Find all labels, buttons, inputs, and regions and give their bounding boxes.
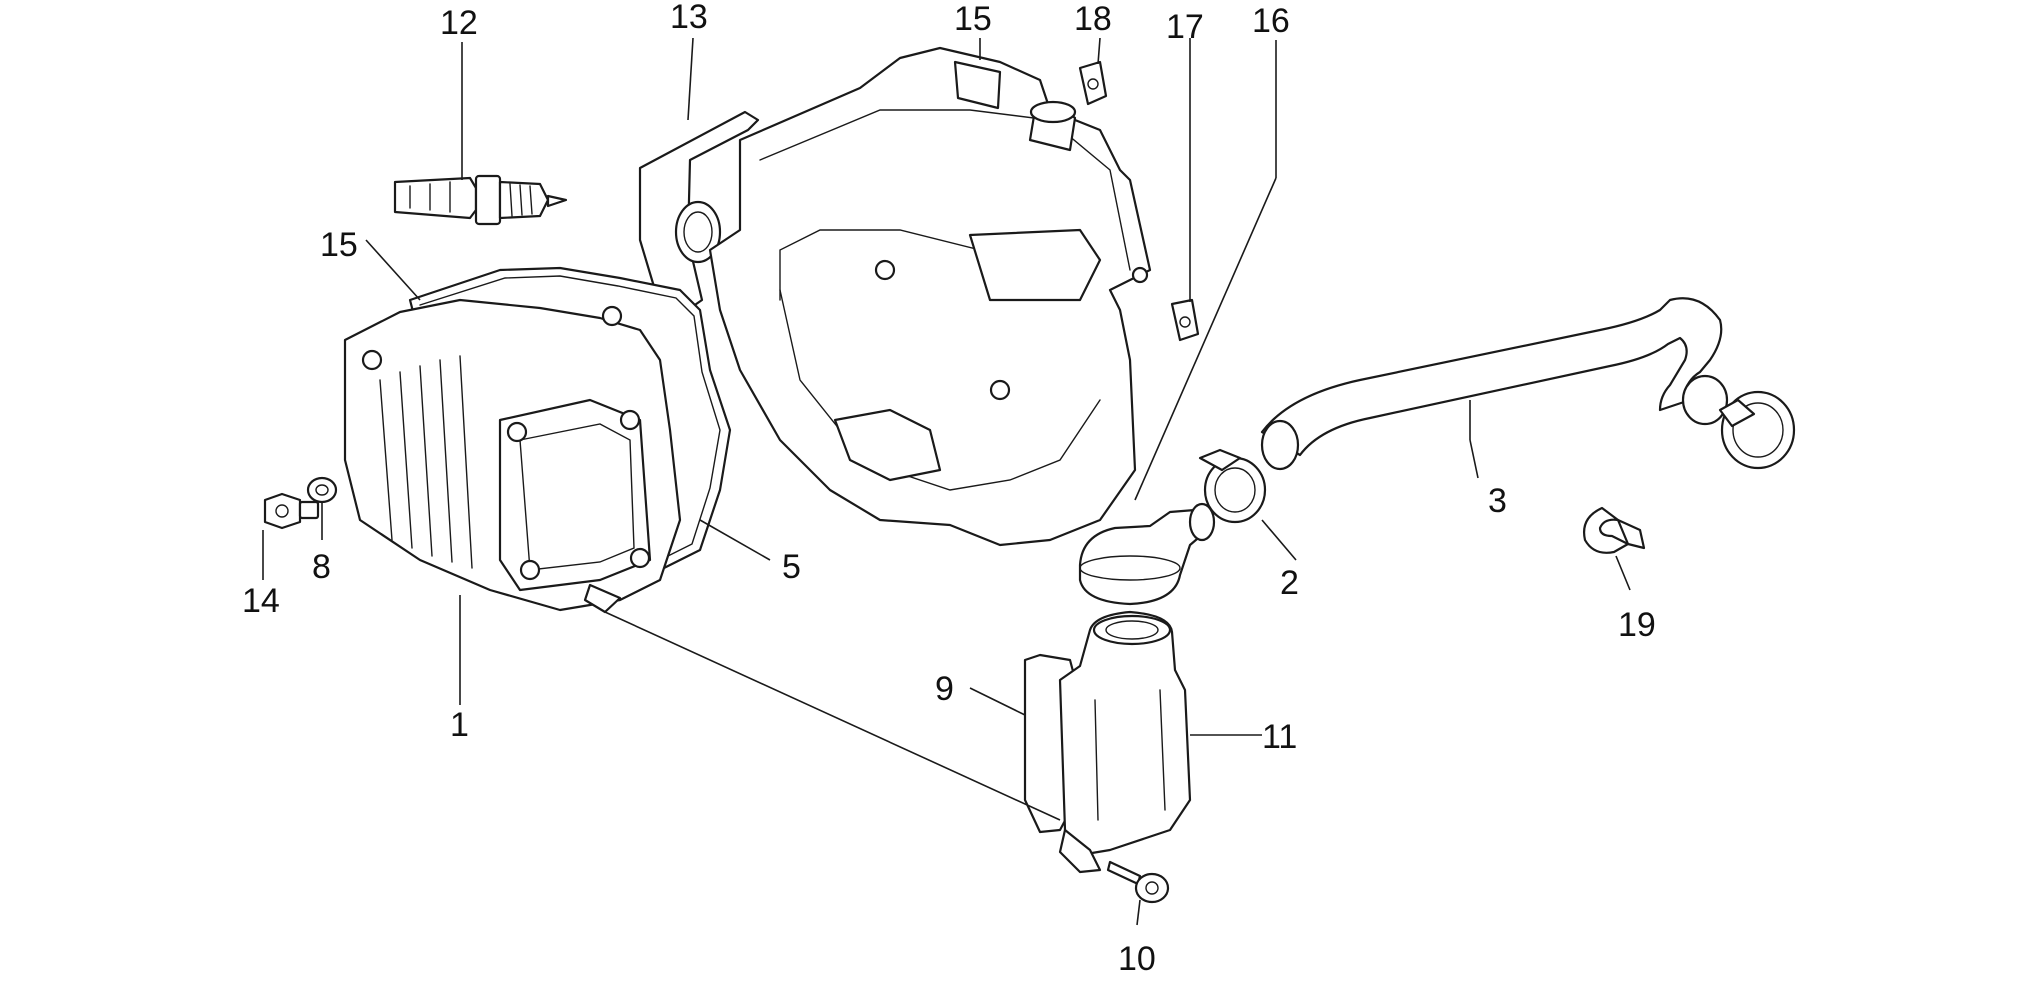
callout-12: 12 bbox=[440, 4, 478, 42]
callout-5: 5 bbox=[782, 548, 801, 586]
hose-clamp-2[interactable] bbox=[1198, 448, 1267, 524]
engine-shroud[interactable] bbox=[708, 46, 1152, 547]
housing-gasket[interactable] bbox=[638, 110, 760, 320]
callout-19: 19 bbox=[1618, 606, 1656, 644]
spark-plug[interactable] bbox=[393, 174, 568, 226]
breather-hose[interactable] bbox=[1260, 297, 1729, 471]
callout-8: 8 bbox=[312, 548, 331, 586]
washer-8[interactable] bbox=[306, 476, 338, 504]
bolt-14[interactable] bbox=[263, 492, 320, 530]
callout-1: 1 bbox=[450, 706, 469, 744]
clip-17[interactable] bbox=[1170, 298, 1200, 342]
callout-13: 13 bbox=[670, 0, 708, 36]
clip-19[interactable] bbox=[1583, 506, 1646, 554]
callout-11: 11 bbox=[1262, 718, 1297, 756]
leader-lines bbox=[262, 37, 1631, 926]
callout-9: 9 bbox=[935, 670, 954, 708]
callout-16: 16 bbox=[1252, 2, 1290, 40]
callout-15-top: 15 bbox=[954, 0, 992, 38]
breather-elbow[interactable] bbox=[1078, 502, 1216, 606]
callout-18: 18 bbox=[1074, 0, 1112, 38]
hose-clamp-right[interactable] bbox=[1718, 390, 1796, 470]
callout-15-left: 15 bbox=[320, 226, 358, 264]
callout-labels: 12 13 15 18 17 16 15 3 5 2 8 14 19 1 9 1… bbox=[242, 0, 1656, 978]
callout-2: 2 bbox=[1280, 564, 1299, 602]
callout-10: 10 bbox=[1118, 940, 1156, 978]
callout-14: 14 bbox=[242, 582, 280, 620]
clip-18[interactable] bbox=[1078, 60, 1108, 106]
callout-3: 3 bbox=[1488, 482, 1507, 520]
breather-housing[interactable] bbox=[1058, 610, 1192, 874]
screw-10[interactable] bbox=[1106, 860, 1170, 904]
cylinder-head-cover[interactable] bbox=[343, 298, 682, 614]
callout-17: 17 bbox=[1166, 8, 1204, 46]
